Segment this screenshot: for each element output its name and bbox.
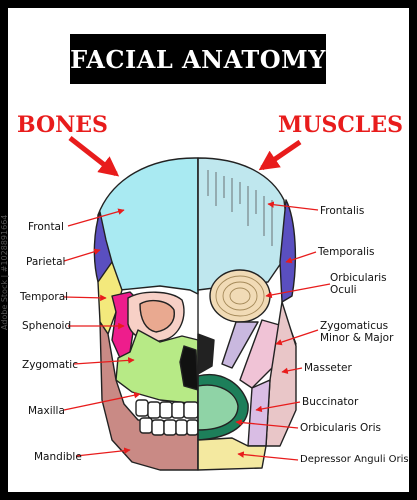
orbicularis-oculi-muscle: [209, 269, 271, 323]
arrow-parietal: [63, 248, 101, 262]
stock-watermark: Adobe Stock | #1028891664: [0, 214, 9, 330]
frontal-bone: [95, 157, 199, 295]
label-frontal: Frontal: [28, 221, 64, 233]
label-zygomaticus-line2: Minor & Major: [320, 332, 394, 344]
arrow-temporalis: [285, 251, 317, 264]
label-parietal: Parietal: [26, 256, 66, 268]
upper-teeth: [135, 399, 199, 419]
frontalis-fibers: [207, 170, 273, 246]
label-depressor-anguli-oris: Depressor Anguli Oris: [300, 454, 409, 465]
orbicularis-oris-inner: [197, 384, 239, 431]
arrow-temporal: [63, 294, 107, 302]
skull-half: [93, 157, 199, 471]
muscles-heading: MUSCLES: [278, 112, 404, 138]
label-orbicularis-oculi-line2: Oculi: [330, 284, 357, 296]
label-frontalis: Frontalis: [320, 205, 365, 217]
muscles-pointer-arrow: [258, 139, 302, 171]
nasal-cavity: [179, 345, 199, 391]
label-orbicularis-oris: Orbicularis Oris: [300, 422, 381, 434]
nasal-area: [197, 333, 215, 375]
muscle-half: [197, 157, 297, 471]
arrow-depressor: [237, 451, 299, 461]
label-temporalis: Temporalis: [318, 246, 375, 258]
arrow-zygomaticus: [275, 329, 319, 346]
label-zygomaticus-line1: Zygomaticus: [320, 320, 389, 332]
label-orbicularis-oculi-line1: Orbicularis: [330, 272, 387, 284]
label-orbicularis-oculi: Orbicularis Oculi: [330, 272, 417, 296]
label-zygomaticus: Zygomaticus Minor & Major: [320, 320, 410, 344]
bone-arrows: [63, 208, 141, 457]
zygomaticus-minor: [221, 321, 259, 369]
muscle-arrows: [235, 201, 331, 461]
label-buccinator: Buccinator: [302, 396, 359, 408]
arrow-orbicularis-oculi: [265, 283, 331, 299]
bones-heading: BONES: [17, 112, 108, 138]
label-mandible: Mandible: [34, 451, 82, 463]
label-temporal: Temporal: [20, 291, 69, 303]
arrow-mandible: [75, 447, 131, 457]
arrow-frontalis: [267, 201, 319, 211]
label-masseter: Masseter: [304, 362, 352, 374]
arrow-orbicularis-oris: [235, 419, 299, 429]
temporalis-muscle: [279, 199, 297, 303]
label-maxilla: Maxilla: [28, 405, 65, 417]
page-title: FACIAL ANATOMY: [70, 34, 326, 84]
bones-pointer-arrow: [68, 136, 120, 177]
buccinator-muscle: [247, 379, 271, 447]
lower-teeth: [139, 417, 199, 436]
arrow-masseter: [281, 367, 303, 375]
orbit-shadow: [139, 299, 175, 333]
frontalis-muscle: [197, 157, 291, 291]
arrow-buccinator: [255, 401, 301, 413]
arrow-maxilla: [63, 392, 141, 411]
label-zygomatic: Zygomatic: [22, 359, 78, 371]
title-text: FACIAL ANATOMY: [70, 44, 326, 74]
arrow-zygomatic: [73, 357, 135, 365]
arrow-frontal: [67, 208, 125, 227]
label-sphenoid: Sphenoid: [22, 320, 72, 332]
